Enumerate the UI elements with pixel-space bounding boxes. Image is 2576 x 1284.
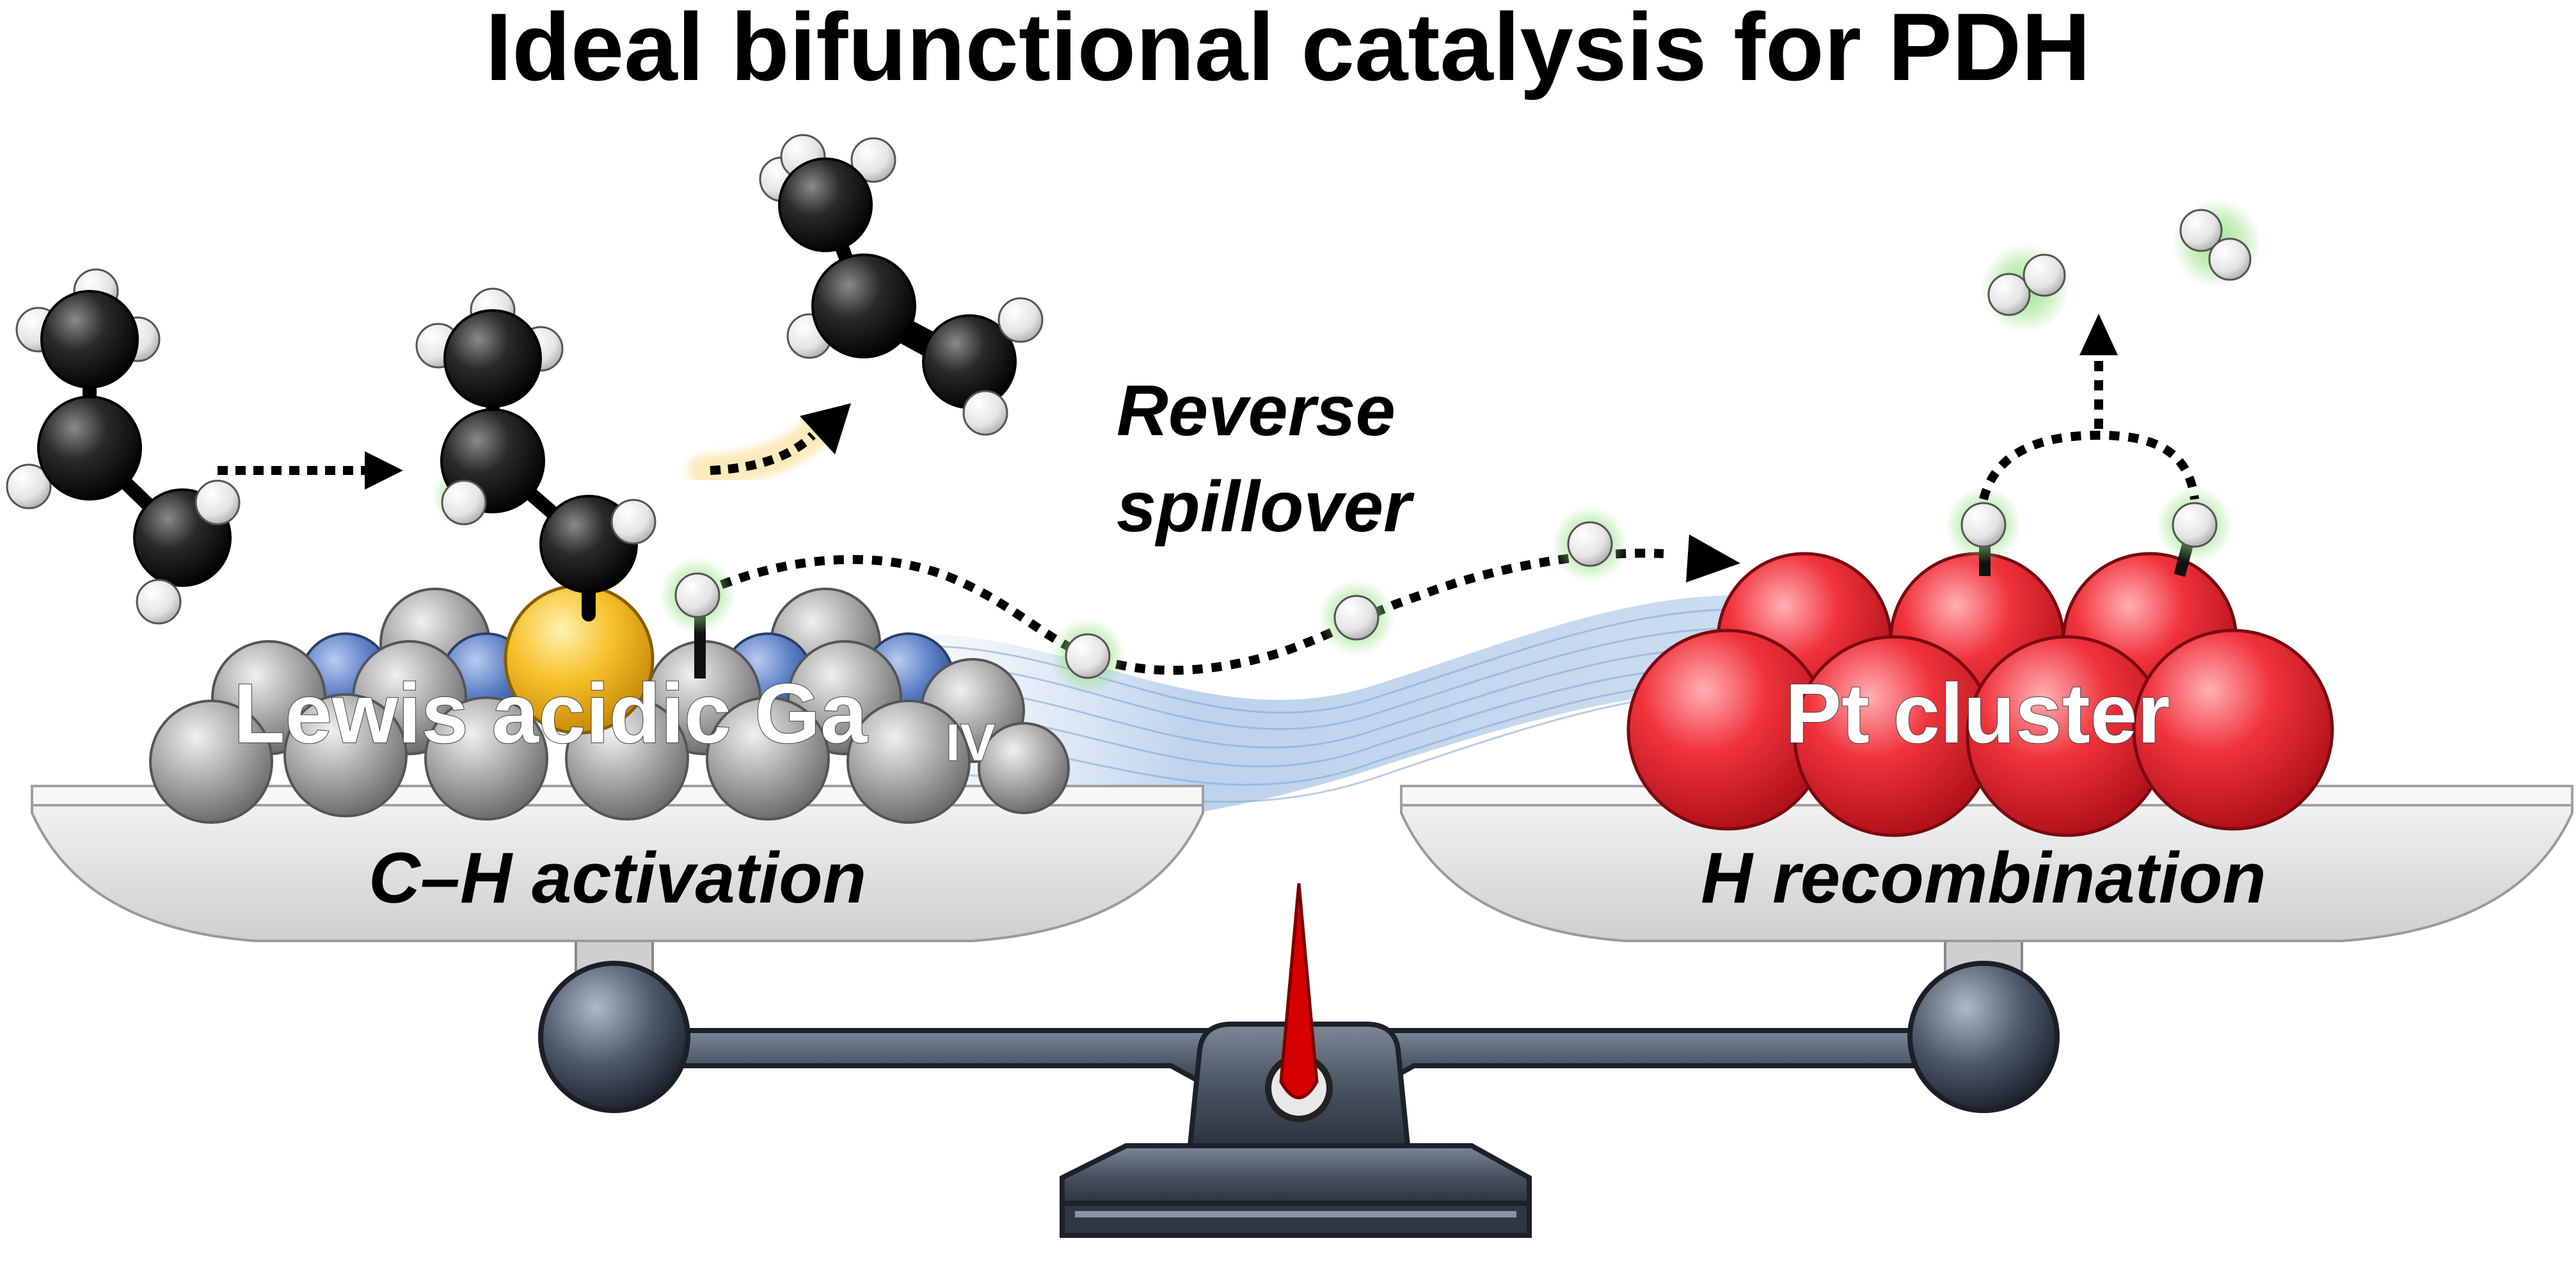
ga-support-surface xyxy=(149,584,1070,824)
propane-molecule-icon xyxy=(6,268,241,625)
reaction-arrow-2 xyxy=(688,403,851,486)
ga-site-subscript: IV xyxy=(946,714,996,772)
ga-site-label: Lewis acidic Ga xyxy=(234,666,868,760)
left-knob xyxy=(538,961,690,1113)
adsorbed-propyl-molecule-icon xyxy=(415,287,656,622)
reverse-spillover-label-line1: Reverse xyxy=(1117,371,1395,451)
reverse-spillover-path xyxy=(659,506,1740,694)
pt-site-label: Pt cluster xyxy=(1785,666,2170,760)
scale-needle xyxy=(1279,883,1319,1100)
propylene-molecule-icon xyxy=(759,134,1044,436)
pt-cluster xyxy=(1626,536,2334,837)
left-pan: C–H activation xyxy=(31,785,1204,942)
right-knob xyxy=(1907,961,2060,1113)
h-recombination-path xyxy=(1945,314,2233,563)
hydrogen-molecule-icon xyxy=(1980,198,2262,333)
left-pan-label: C–H activation xyxy=(369,838,866,918)
diagram-title: Ideal bifunctional catalysis for PDH xyxy=(486,0,2091,100)
scale-base xyxy=(1060,1143,1532,1206)
reaction-arrow-1 xyxy=(195,451,413,490)
right-pan-label: H recombination xyxy=(1701,838,2266,918)
reverse-spillover-label-line2: spillover xyxy=(1117,467,1415,547)
balance-scale-icon xyxy=(538,883,2060,1238)
right-pan: H recombination xyxy=(1400,785,2573,942)
